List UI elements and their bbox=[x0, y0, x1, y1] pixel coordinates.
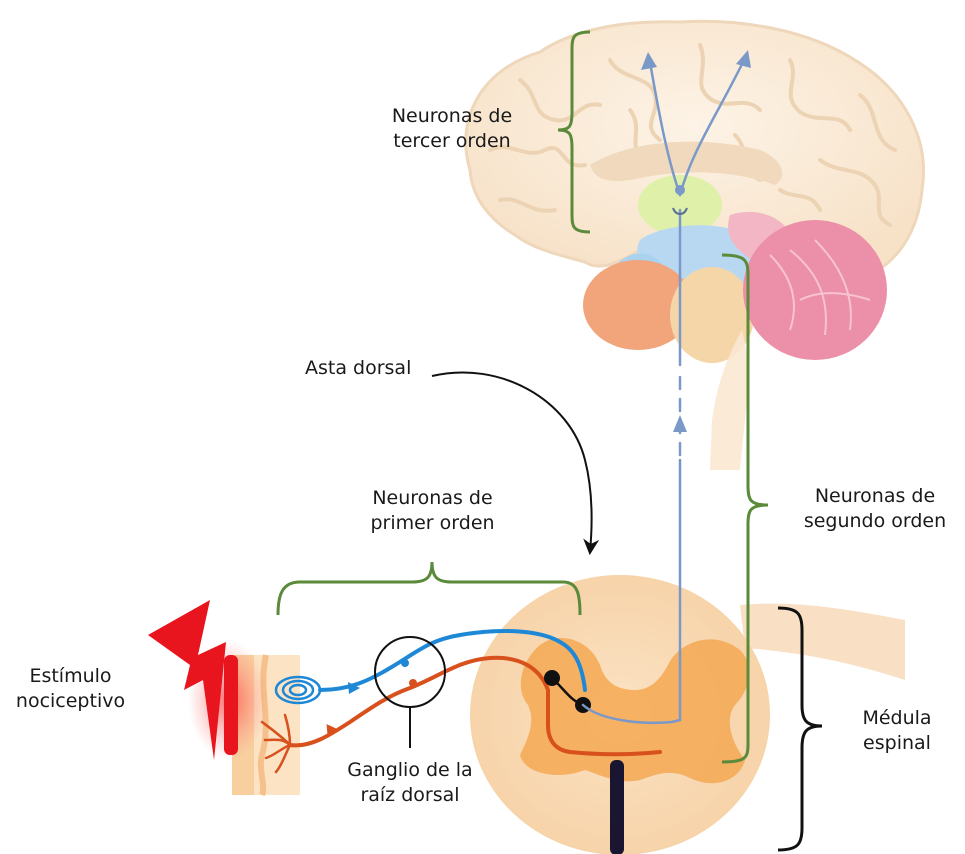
stimulus-label-line1: Estímulo bbox=[8, 664, 133, 689]
second-order-label-line1: Neuronas de bbox=[790, 484, 960, 509]
first-order-label-line2: primer orden bbox=[340, 511, 525, 536]
brain bbox=[466, 21, 924, 470]
second-order-label: Neuronas de segundo orden bbox=[790, 484, 960, 534]
stimulus bbox=[148, 600, 268, 760]
thalamic-synapse bbox=[675, 185, 685, 195]
spinal-cord-label-line2: espinal bbox=[842, 731, 952, 756]
stimulus-label-line2: nociceptivo bbox=[8, 689, 133, 714]
spinal-cord bbox=[470, 575, 905, 854]
anterior-fissure bbox=[610, 760, 624, 854]
dorsal-root-band bbox=[740, 604, 905, 680]
lightning-bolt-icon bbox=[148, 600, 226, 760]
first-order-label-line1: Neuronas de bbox=[340, 486, 525, 511]
third-order-label-line1: Neuronas de bbox=[362, 104, 542, 129]
stimulus-label: Estímulo nociceptivo bbox=[8, 664, 133, 714]
red-axon-arrow bbox=[321, 720, 339, 738]
ganglion-red-soma bbox=[409, 679, 417, 687]
second-order-label-line2: segundo orden bbox=[790, 509, 960, 534]
stimulus-bar bbox=[224, 655, 238, 755]
first-order-label: Neuronas de primer orden bbox=[340, 486, 525, 536]
ganglion-blue-soma bbox=[401, 659, 409, 667]
ganglion-label-line1: Ganglio de la bbox=[330, 758, 490, 783]
third-order-label-line2: tercer orden bbox=[362, 129, 542, 154]
spinal-cord-label: Médula espinal bbox=[842, 706, 952, 756]
dorsal-horn-label-text: Asta dorsal bbox=[305, 356, 411, 381]
ganglion-label-line2: raíz dorsal bbox=[330, 783, 490, 808]
spinal-cord-label-line1: Médula bbox=[842, 706, 952, 731]
pathway-arrow-up bbox=[673, 415, 687, 432]
third-order-label: Neuronas de tercer orden bbox=[362, 104, 542, 154]
ganglion-label: Ganglio de la raíz dorsal bbox=[330, 758, 490, 808]
dorsal-horn-label: Asta dorsal bbox=[305, 356, 411, 381]
